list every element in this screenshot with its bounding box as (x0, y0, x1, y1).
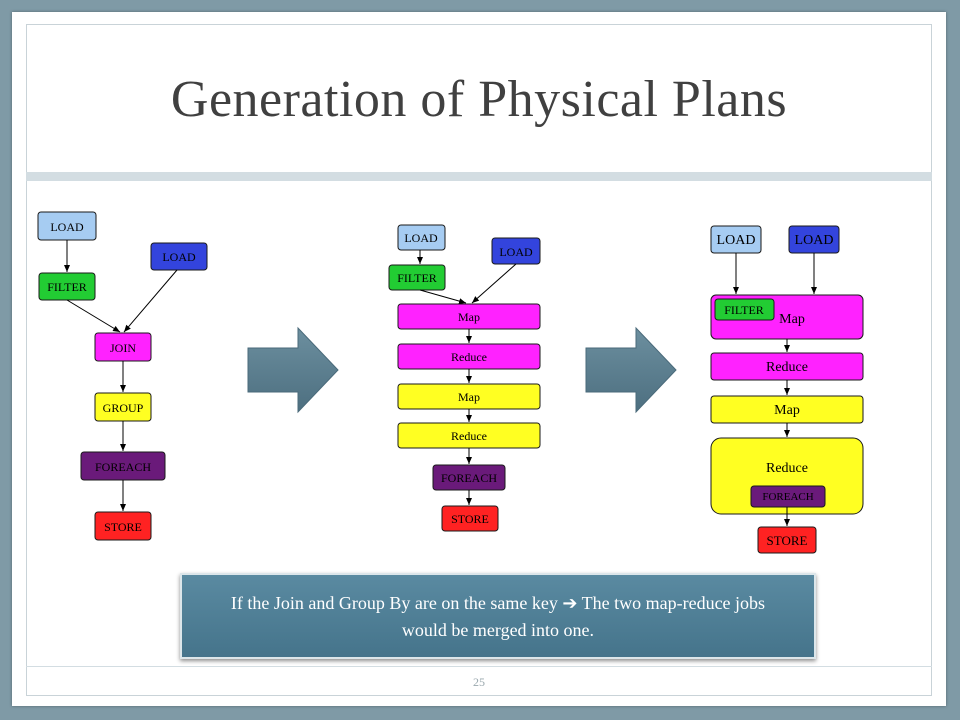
transition-arrow-2 (585, 326, 677, 414)
d2-foreach-label: FOREACH (441, 471, 497, 485)
d2-edge-filter-map (419, 289, 467, 304)
right-arrow-icon: ➔ (562, 592, 578, 614)
d2-edge-load2-map (471, 263, 517, 304)
d3-reduce1-label: Reduce (766, 360, 808, 375)
d2-map2-label: Map (458, 390, 480, 404)
d2-reduce1-label: Reduce (451, 350, 487, 364)
callout-text-before: If the Join and Group By are on the same… (230, 592, 563, 613)
d1-load2-label: LOAD (162, 250, 196, 264)
d3-filter-box (714, 298, 775, 321)
page-number: 25 (473, 675, 485, 689)
footer-divider (26, 666, 932, 667)
d3-foreach-label: FOREACH (762, 491, 813, 503)
d3-map1-label: Map (779, 312, 805, 327)
d1-load2-box (150, 242, 208, 271)
d1-filter-label: FILTER (47, 280, 87, 294)
d1-edge-load2-join (123, 269, 178, 333)
callout-text: If the Join and Group By are on the same… (212, 590, 784, 643)
d3-store-label: STORE (767, 533, 808, 548)
d3-store-box (757, 526, 817, 554)
d2-reduce2-label: Reduce (451, 429, 487, 443)
d3-map2-label: Map (774, 403, 800, 418)
slide-frame (26, 24, 932, 696)
diagram-merged-plan: LOAD LOAD Map FILTER Reduce Map Reduce F… (710, 225, 864, 554)
callout-text-after: The two map-reduce jobs would be merged … (401, 592, 766, 640)
d2-load1-box (397, 224, 446, 251)
d1-store-label: STORE (104, 520, 142, 534)
d1-load1-label: LOAD (50, 220, 84, 234)
d1-store-box (94, 511, 152, 541)
slide-title: Generation of Physical Plans (170, 71, 788, 128)
d2-store-box (441, 505, 499, 532)
d2-load1-label: LOAD (404, 231, 438, 245)
d2-load2-label: LOAD (499, 245, 533, 259)
d3-reduce2-label: Reduce (766, 461, 808, 476)
d2-map1-label: Map (458, 310, 480, 324)
diagram-logical-plan: LOAD LOAD FILTER JOIN GROUP FOREACH STOR… (37, 211, 208, 541)
d1-foreach-label: FOREACH (95, 460, 151, 474)
d2-filter-label: FILTER (397, 271, 437, 285)
d1-edge-filter-join (66, 299, 121, 333)
d3-load2-label: LOAD (795, 233, 834, 248)
d3-filter-label: FILTER (724, 303, 764, 317)
diagram-mapreduce-plan: LOAD LOAD FILTER Map Reduce Map Reduce F… (388, 224, 541, 532)
d3-foreach-box (750, 485, 826, 508)
transition-arrow-1 (247, 326, 339, 414)
callout-box: If the Join and Group By are on the same… (180, 573, 816, 659)
d1-group-label: GROUP (103, 401, 144, 415)
title-divider (26, 172, 932, 181)
d3-load1-label: LOAD (717, 233, 756, 248)
d2-filter-box (388, 264, 446, 291)
d2-store-label: STORE (451, 512, 489, 526)
d1-join-label: JOIN (110, 341, 136, 355)
